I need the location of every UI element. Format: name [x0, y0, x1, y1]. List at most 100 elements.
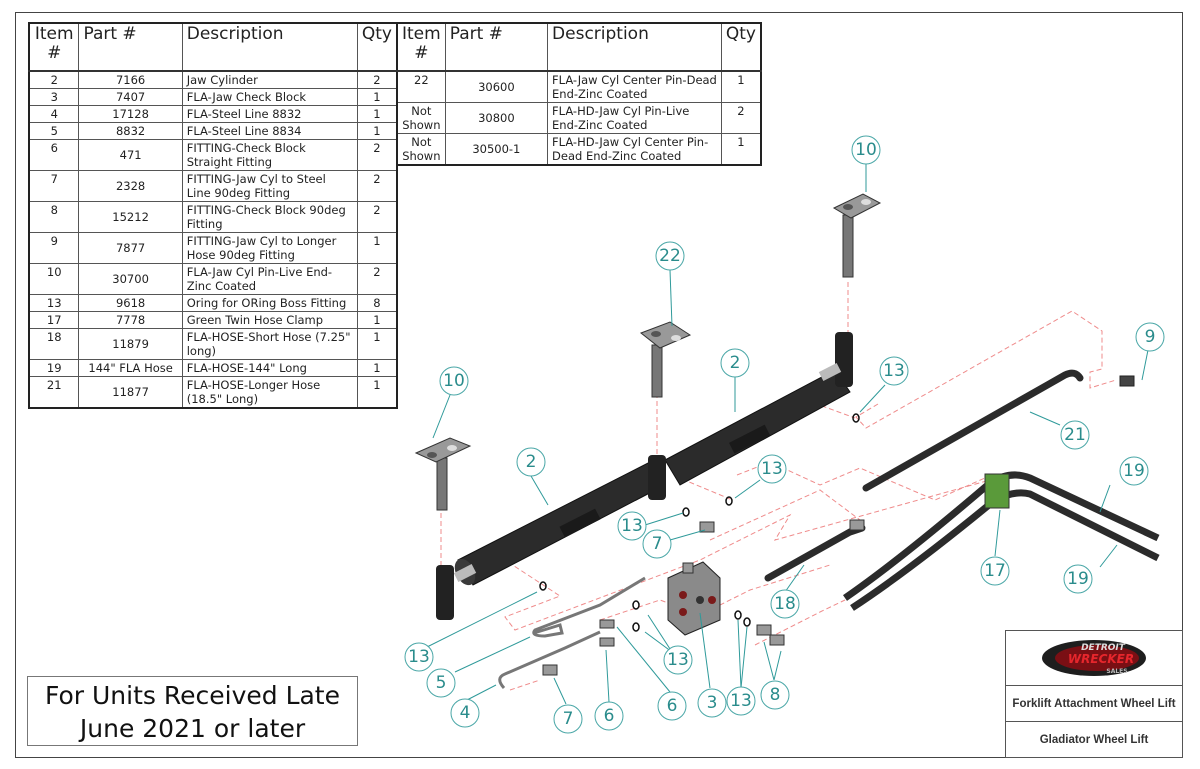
- callout-4: 4: [450, 698, 480, 728]
- callout-9: 9: [1135, 322, 1165, 352]
- bom-item-number: 8: [28, 201, 80, 233]
- green-twin-hose-clamp: [984, 473, 1010, 509]
- callout-8: 8: [760, 680, 790, 710]
- bom-item-number: 7: [28, 170, 80, 202]
- bom-description: FITTING-Jaw Cyl to Longer Hose 90deg Fit…: [181, 232, 358, 264]
- bom-part-number: 11877: [78, 376, 183, 409]
- bom-part-number: 30700: [78, 263, 183, 295]
- bom-quantity: 1: [356, 376, 398, 409]
- hose-21: [862, 369, 1084, 492]
- svg-text:DETROIT: DETROIT: [1081, 643, 1126, 653]
- header-item: Item #: [28, 22, 80, 72]
- svg-text:13: 13: [883, 361, 905, 381]
- callout-leaders: [424, 164, 1149, 705]
- bom-header-row: Item # Part # Description Qty: [28, 22, 398, 72]
- bom-item-number: 4: [28, 105, 80, 123]
- callout-6-left: 6: [594, 701, 624, 731]
- bom-part-number: 7778: [78, 311, 183, 329]
- header-part: Part #: [78, 22, 183, 72]
- drawing-sheet-border: [15, 12, 1183, 758]
- svg-text:21: 21: [1064, 425, 1086, 445]
- bom-part-number: 30600: [444, 70, 549, 103]
- header-description: Description: [547, 22, 722, 72]
- bom-part-number: 30500-1: [444, 133, 549, 166]
- bom-part-number: 9618: [78, 294, 183, 312]
- svg-text:2: 2: [526, 452, 537, 472]
- svg-text:10: 10: [443, 371, 465, 391]
- bom-item-number: Not Shown: [396, 133, 446, 166]
- bom-quantity: 2: [356, 201, 398, 233]
- callout-6-right: 6: [657, 691, 687, 721]
- bom-part-number: 17128: [78, 105, 183, 123]
- bom-description: FLA-Jaw Check Block: [181, 88, 358, 106]
- callout-5: 5: [426, 668, 456, 698]
- callout-18: 18: [770, 589, 800, 619]
- bom-description: FLA-Jaw Cyl Pin-Live End-Zinc Coated: [181, 263, 358, 295]
- assembly-center-lines: [440, 282, 1117, 691]
- pin-10-left: [414, 437, 472, 511]
- bom-part-number: 144" FLA Hose: [78, 359, 183, 377]
- bom-quantity: 1: [356, 328, 398, 360]
- callout-13-d: 13: [404, 642, 434, 672]
- svg-text:7: 7: [652, 534, 663, 554]
- bom-part-number: 471: [78, 139, 183, 171]
- svg-text:6: 6: [667, 696, 678, 716]
- bom-item-number: 17: [28, 311, 80, 329]
- header-item: Item #: [396, 22, 446, 72]
- bom-item-number: 5: [28, 122, 80, 140]
- bom-description: FLA-HD-Jaw Cyl Pin-Live End-Zinc Coated: [547, 102, 722, 134]
- bom-item-number: Not Shown: [396, 102, 446, 134]
- header-qty: Qty: [356, 22, 398, 72]
- detroit-wrecker-logo-icon: DETROIT WRECKER SALES: [1042, 640, 1146, 676]
- steel-lines: [498, 576, 646, 690]
- pin-10-right: [832, 193, 882, 278]
- svg-text:13: 13: [621, 516, 643, 536]
- callout-19-bottom: 19: [1063, 564, 1093, 594]
- bom-quantity: 1: [356, 359, 398, 377]
- bom-quantity: 1: [356, 232, 398, 264]
- bom-item-number: 13: [28, 294, 80, 312]
- bom-quantity: 2: [356, 170, 398, 202]
- svg-text:3: 3: [707, 693, 718, 713]
- bom-part-number: 30800: [444, 102, 549, 134]
- check-block: [667, 561, 721, 636]
- bom-item-number: 9: [28, 232, 80, 264]
- callout-13-c: 13: [617, 511, 647, 541]
- header-description: Description: [181, 22, 358, 72]
- bom-part-number: 2328: [78, 170, 183, 202]
- header-qty: Qty: [720, 22, 762, 72]
- callout-19-top: 19: [1119, 456, 1149, 486]
- svg-text:7: 7: [563, 709, 574, 729]
- bom-description: FITTING-Check Block Straight Fitting: [181, 139, 358, 171]
- jaw-cylinder-left: [436, 461, 666, 620]
- svg-text:9: 9: [1145, 327, 1156, 347]
- bom-description: Oring for ORing Boss Fitting: [181, 294, 358, 312]
- bom-quantity: 1: [356, 122, 398, 140]
- jaw-cylinder-right: [648, 332, 853, 500]
- svg-text:SALES: SALES: [1106, 668, 1127, 675]
- bom-quantity: 1: [720, 133, 762, 166]
- bom-quantity: 1: [356, 88, 398, 106]
- product-name: Gladiator Wheel Lift: [1039, 734, 1149, 746]
- bom-part-number: 15212: [78, 201, 183, 233]
- bom-item-number: 3: [28, 88, 80, 106]
- drawing-title: Forklift Attachment Wheel Lift: [1006, 686, 1182, 722]
- bom-quantity: 1: [720, 70, 762, 103]
- bom-description: FLA-Steel Line 8832: [181, 105, 358, 123]
- bom-item-number: 10: [28, 263, 80, 295]
- bom-item-number: 19: [28, 359, 80, 377]
- svg-text:4: 4: [460, 703, 471, 723]
- svg-text:10: 10: [855, 140, 877, 160]
